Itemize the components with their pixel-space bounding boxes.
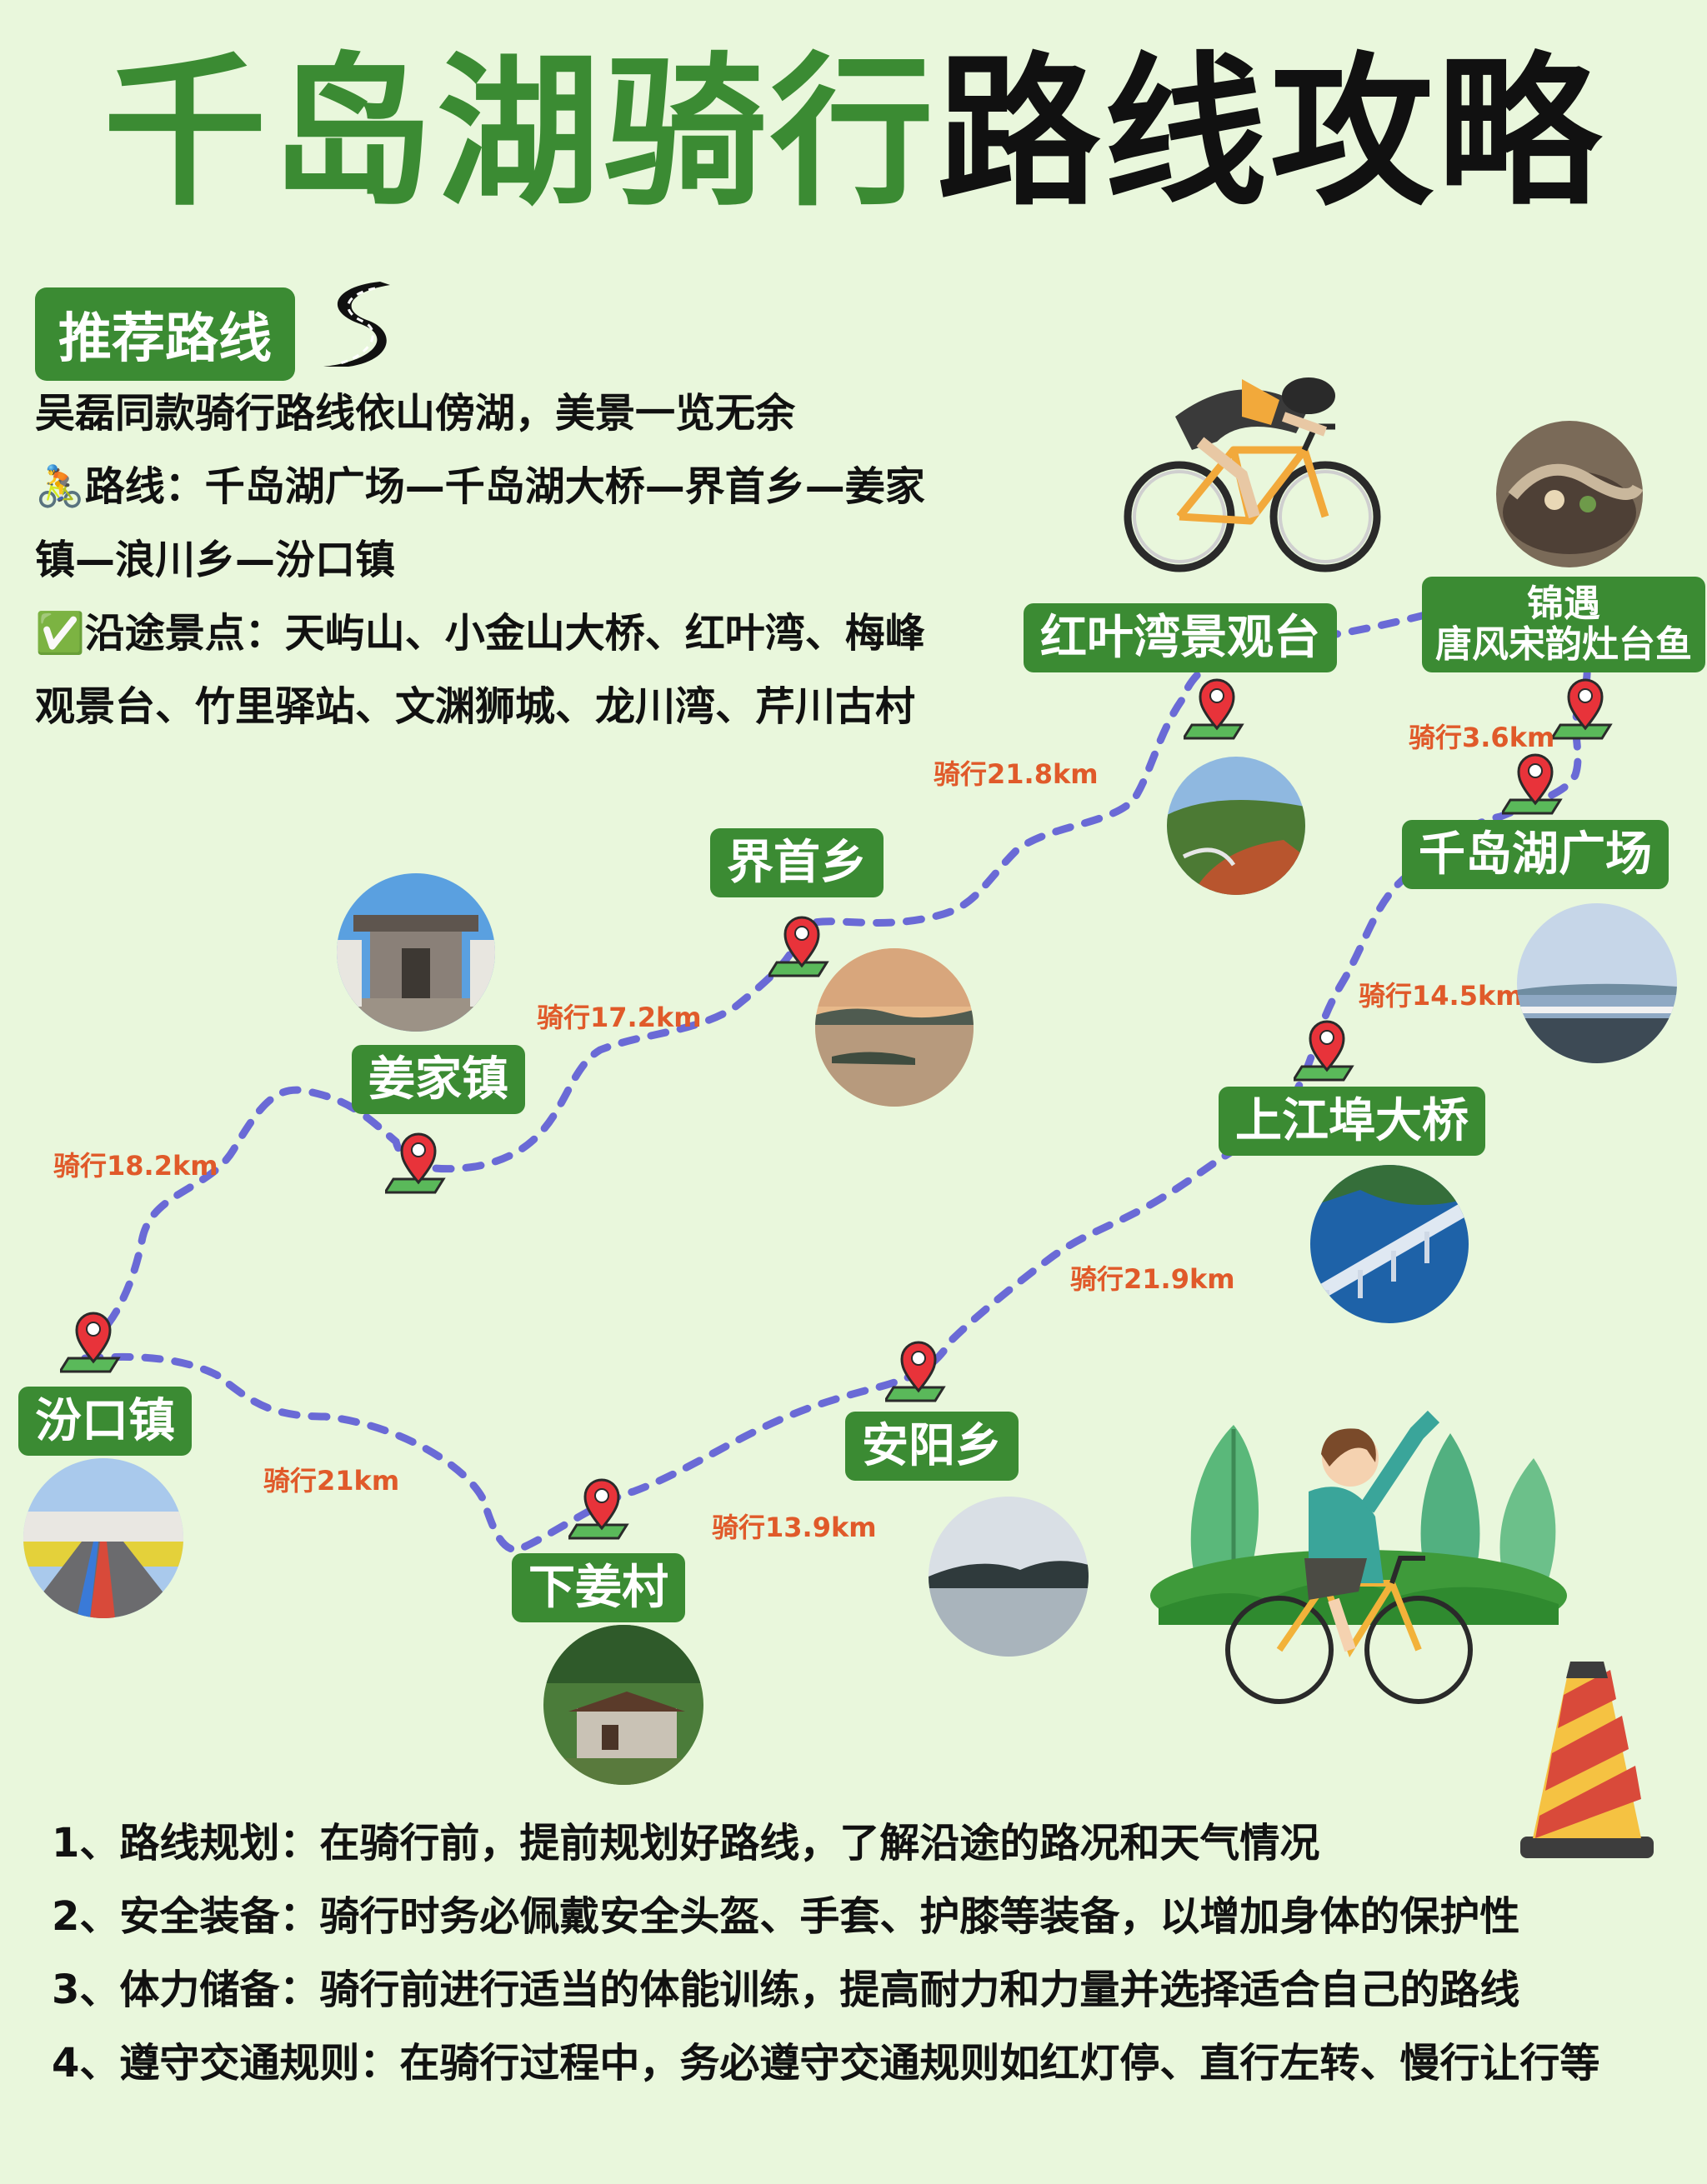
road-icon xyxy=(323,282,390,367)
place-jinyu-name: 锦遇 xyxy=(1527,582,1600,625)
distance-label: 骑行14.5km xyxy=(1359,980,1524,1012)
place-hongyewan: 红叶湾景观台 xyxy=(1024,603,1337,673)
section-label: 推荐路线 xyxy=(35,287,295,381)
place-jinyu: 锦遇 唐风宋韵灶台鱼 xyxy=(1422,577,1705,672)
distance-label: 骑行21.9km xyxy=(1070,1263,1235,1295)
photo-sunset-lake xyxy=(815,948,974,1107)
photo-cross-lake-bridge xyxy=(1310,1165,1469,1323)
map-marker-icon xyxy=(768,916,829,977)
tip-item: 3、体力储备：骑行前进行适当的体能训练，提高耐力和力量并选择适合自己的路线 xyxy=(52,1967,1520,2013)
cyclist-illustration xyxy=(1225,1410,1473,1704)
intro-line: 吴磊同款骑行路线依山傍湖，美景一览无余 xyxy=(35,390,796,437)
tip-item: 1、路线规划：在骑行前，提前规划好路线，了解沿途的路况和天气情况 xyxy=(52,1820,1320,1867)
photo-seafood-dish xyxy=(1496,421,1643,567)
place-qiandaohu-square: 千岛湖广场 xyxy=(1402,820,1669,890)
distance-label: 骑行21.8km xyxy=(934,758,1099,790)
place-fenkou: 汾口镇 xyxy=(18,1387,192,1457)
route-line-cont: 镇—浪川乡—汾口镇 xyxy=(35,537,396,583)
photo-lake-pier xyxy=(1517,903,1677,1063)
map-marker-icon xyxy=(568,1478,629,1540)
tips-list: 1、路线规划：在骑行前，提前规划好路线，了解沿途的路况和天气情况 2、安全装备：… xyxy=(52,1807,1677,2100)
distance-label: 骑行18.2km xyxy=(53,1150,218,1182)
traffic-cone-icon xyxy=(1520,1662,1654,1858)
sights-line: ✅沿途景点：天屿山、小金山大桥、红叶湾、梅峰 xyxy=(35,610,925,657)
photo-misty-lake xyxy=(929,1497,1089,1657)
place-shangjiangbu-bridge: 上江埠大桥 xyxy=(1219,1087,1485,1157)
intro-text: 吴磊同款骑行路线依山傍湖，美景一览无余 🚴路线：千岛湖广场—千岛湖大桥—界首乡—… xyxy=(35,377,969,743)
photo-ancient-archway xyxy=(337,873,495,1032)
tip-item: 4、遵守交通规则：在骑行过程中，务必遵守交通规则如红灯停、直行左转、慢行让行等 xyxy=(52,2040,1600,2087)
cyclist-illustration xyxy=(1124,377,1381,572)
map-marker-icon xyxy=(1294,1020,1354,1082)
place-xiajiang: 下姜村 xyxy=(512,1553,685,1623)
map-marker-icon xyxy=(885,1341,946,1402)
page-title: 千岛湖骑行路线攻略 xyxy=(0,38,1707,228)
place-jinyu-sub: 唐风宋韵灶台鱼 xyxy=(1435,623,1692,667)
photo-village-houses xyxy=(543,1625,703,1785)
distance-label: 骑行17.2km xyxy=(537,1002,702,1033)
map-marker-icon xyxy=(60,1312,121,1373)
distance-label: 骑行3.6km xyxy=(1409,722,1555,753)
map-marker-icon xyxy=(1502,753,1563,815)
title-black-part: 路线攻略 xyxy=(937,38,1604,228)
place-jieshou: 界首乡 xyxy=(710,828,884,898)
map-marker-icon xyxy=(1552,678,1613,740)
photo-red-leaf-bay xyxy=(1167,757,1305,895)
place-jiangjia: 姜家镇 xyxy=(352,1045,525,1115)
distance-label: 骑行13.9km xyxy=(712,1512,877,1543)
map-marker-icon xyxy=(1184,678,1244,740)
place-anyang: 安阳乡 xyxy=(845,1412,1019,1482)
sights-line-cont: 观景台、竹里驿站、文渊狮城、龙川湾、芹川古村 xyxy=(35,683,916,730)
tip-item: 2、安全装备：骑行时务必佩戴安全头盔、手套、护膝等装备，以增加身体的保护性 xyxy=(52,1893,1520,1940)
route-line: 🚴路线：千岛湖广场—千岛湖大桥—界首乡—姜家 xyxy=(35,463,925,510)
map-marker-icon xyxy=(385,1132,446,1194)
distance-label: 骑行21km xyxy=(263,1465,400,1497)
title-green-part: 千岛湖骑行 xyxy=(103,38,937,228)
photo-village-road xyxy=(23,1458,183,1618)
